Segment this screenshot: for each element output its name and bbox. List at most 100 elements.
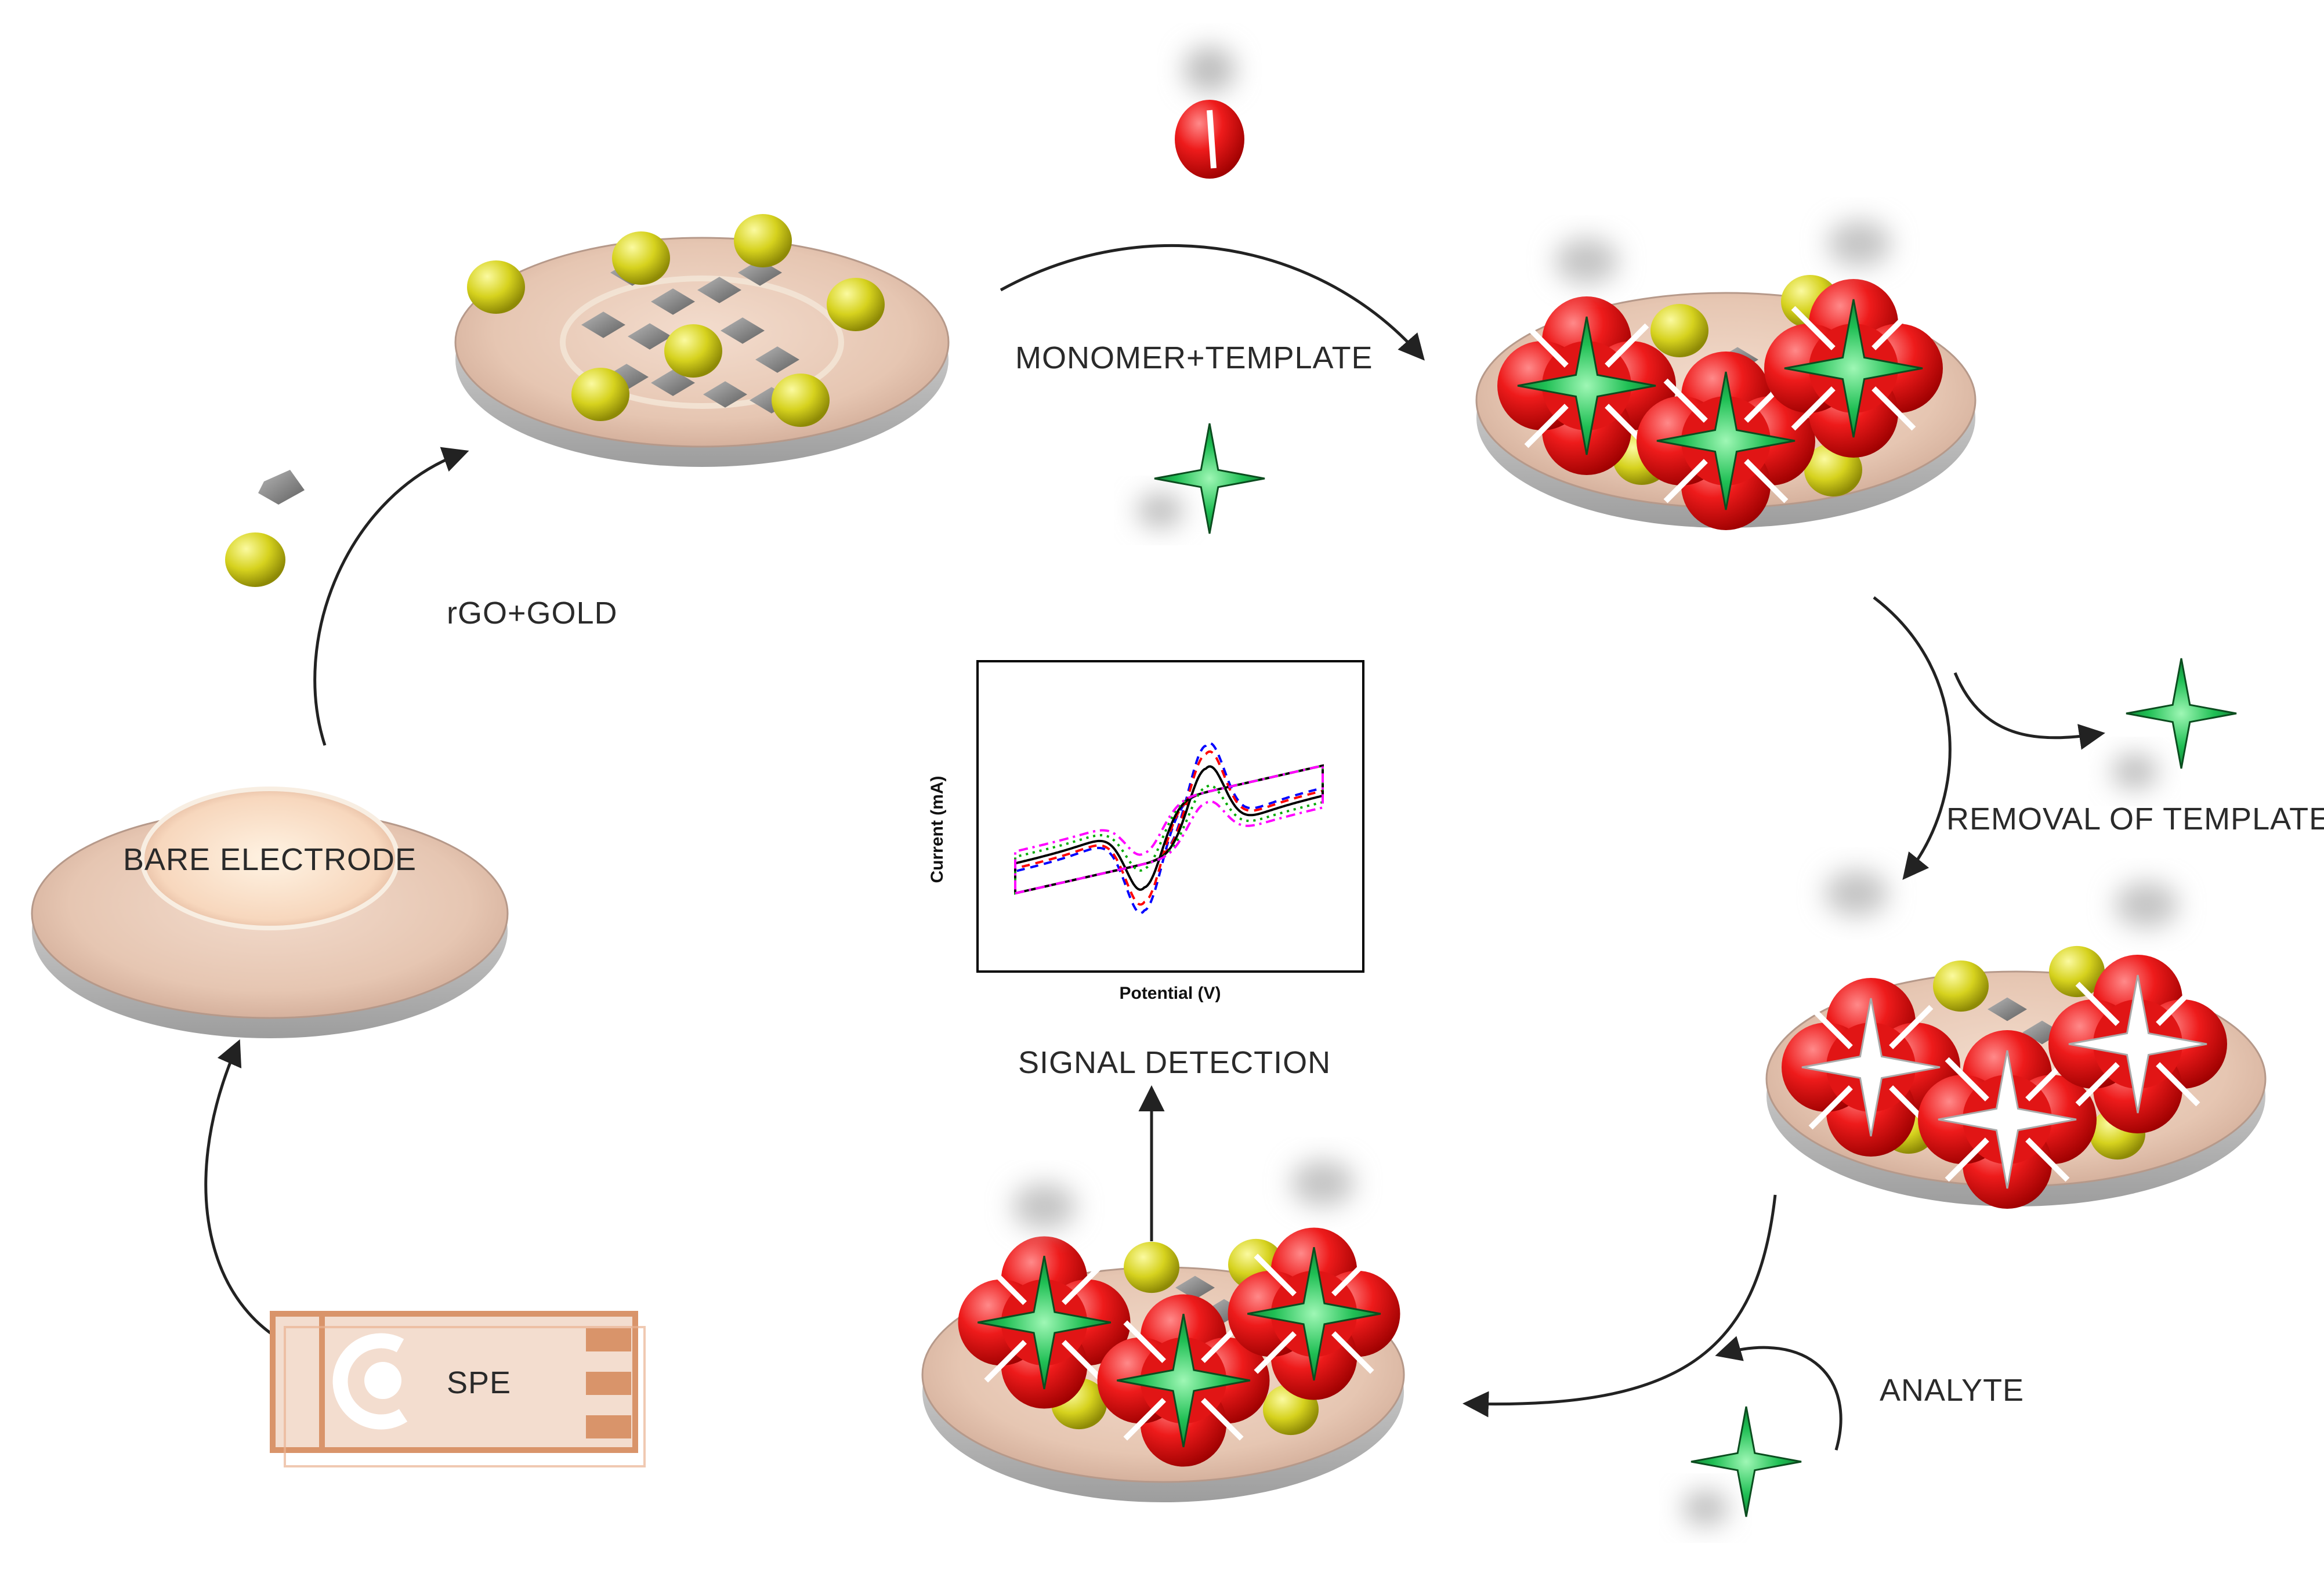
gold-nanoparticle xyxy=(664,324,722,378)
polymer-seam xyxy=(1524,323,1569,368)
cyclic-voltammogram: Potential (V) Current (mA) xyxy=(928,660,1364,1003)
template-star-icon xyxy=(1784,299,1923,438)
gold-nanoparticle xyxy=(1650,304,1708,357)
template-star-icon xyxy=(1117,1314,1251,1448)
polymer-seam xyxy=(1871,306,1916,350)
removal-template-label: REMOVAL OF TEMPLATE xyxy=(1946,802,2324,836)
polymer-seam xyxy=(984,1262,1027,1305)
mip-electrode-template-removed xyxy=(1765,945,2267,1209)
polymer-seam xyxy=(1524,404,1569,448)
mip-cavity xyxy=(1497,296,1676,475)
polymer-seam xyxy=(2075,1062,2120,1107)
polymer-seam xyxy=(1808,1005,1853,1049)
mip-cavity xyxy=(1764,279,1943,458)
bare-electrode: BARE ELECTRODE xyxy=(31,787,509,1038)
mip-cavity xyxy=(1782,978,1960,1157)
empty-cavity-icon xyxy=(2068,974,2207,1114)
polymer-seam xyxy=(1945,1057,1989,1101)
rgo-flake xyxy=(581,311,625,338)
mip-cavity xyxy=(2048,955,2227,1133)
rgo-flake xyxy=(651,369,695,396)
mip-cavity xyxy=(958,1236,1131,1409)
spe-label: SPE xyxy=(447,1365,511,1400)
rgo-flake xyxy=(651,288,695,315)
rgo-flake xyxy=(1988,997,2027,1021)
rgo-flake xyxy=(697,277,741,303)
monomer-template-label: MONOMER+TEMPLATE xyxy=(1015,340,1373,375)
arrow-removed-to-rebound xyxy=(1463,1194,1777,1418)
polymer-seam xyxy=(1744,459,1789,503)
polymer-seam xyxy=(1889,1005,1934,1049)
mip-electrode-with-template xyxy=(1475,275,1977,530)
template-star xyxy=(1154,423,1265,534)
screen-printed-electrode: SPE xyxy=(270,1311,646,1467)
gold-nanoparticle xyxy=(467,260,525,314)
cv-series-curve xyxy=(1014,764,1324,895)
polymer-seam xyxy=(984,1340,1027,1383)
polymer-seam xyxy=(1605,323,1649,368)
empty-cavity-icon xyxy=(1938,1050,2077,1189)
gold-nanoparticle xyxy=(2049,945,2105,998)
rgo-flake xyxy=(755,346,799,373)
rgo-gold-label: rGO+GOLD xyxy=(447,596,618,630)
polymer-seam xyxy=(1663,459,1708,503)
process-arrows xyxy=(204,244,2105,1451)
empty-cavity-icon xyxy=(1801,998,1941,1137)
gold-nanoparticle xyxy=(1124,1241,1179,1293)
arrow-analyte-in xyxy=(1715,1336,1842,1451)
template-star-icon xyxy=(978,1256,1112,1390)
rgo-gold-electrode xyxy=(454,214,950,467)
polymer-seam xyxy=(2025,1137,2070,1182)
template-star xyxy=(2126,658,2237,769)
polymer-seam xyxy=(1791,306,1836,350)
polymer-seam xyxy=(1791,386,1836,431)
template-star-icon xyxy=(1247,1247,1381,1381)
rgo-flake xyxy=(721,317,765,344)
polymer-seam xyxy=(1808,1085,1853,1130)
monomer-icon xyxy=(1175,46,1244,179)
x-axis-label: Potential (V) xyxy=(1119,984,1221,1003)
template-star-icon xyxy=(1517,316,1656,455)
analyte-star xyxy=(1690,1406,1802,1517)
arrow-template-out xyxy=(1953,672,2105,750)
polymer-seam xyxy=(2075,981,2120,1026)
mip-cavity xyxy=(1918,1030,2097,1209)
removed-template-star-icon xyxy=(2112,658,2237,789)
y-axis-label: Current (mA) xyxy=(928,776,947,883)
polymer-seam xyxy=(1254,1331,1297,1374)
polymer-seam xyxy=(1123,1320,1166,1363)
mip-cavity xyxy=(1637,351,1815,530)
polymer-seam xyxy=(1663,378,1708,423)
bare-electrode-label: BARE ELECTRODE xyxy=(123,842,417,877)
template-star-icon xyxy=(1137,423,1265,534)
polymer-seam xyxy=(1254,1253,1297,1296)
polymer-seam xyxy=(2156,1062,2200,1107)
polymer-seam xyxy=(1123,1398,1166,1441)
arrow-spe-to-bare xyxy=(204,1039,314,1356)
mip-electrode-analyte-rebound xyxy=(921,1227,1405,1502)
gold-nanoparticle xyxy=(734,214,792,267)
rgo-flake xyxy=(703,381,747,408)
gold-nanoparticle xyxy=(571,368,629,421)
rgo-gold-particles xyxy=(225,470,305,587)
polymer-seam xyxy=(1201,1398,1244,1441)
analyte-label: ANALYTE xyxy=(1880,1373,2024,1408)
polymer-seam xyxy=(1062,1340,1105,1383)
gold-nanoparticle xyxy=(827,278,885,331)
polymer-seam xyxy=(2156,981,2200,1026)
template-star-icon xyxy=(1656,371,1796,510)
mip-cavity xyxy=(1097,1294,1270,1467)
polymer-seam xyxy=(1331,1331,1374,1374)
polymer-seam xyxy=(1871,386,1916,431)
analyte-star-icon xyxy=(1682,1406,1802,1525)
rgo-flake xyxy=(1175,1275,1215,1300)
arrow-mip-to-removed xyxy=(1873,596,1952,880)
gold-nanoparticle xyxy=(772,374,830,427)
polymer-seam xyxy=(1945,1137,1989,1182)
polymer-seam xyxy=(1331,1253,1374,1296)
arrow-bare-to-rgo xyxy=(313,447,469,746)
rgo-flake xyxy=(604,364,649,390)
signal-detection-label: SIGNAL DETECTION xyxy=(1018,1045,1331,1080)
